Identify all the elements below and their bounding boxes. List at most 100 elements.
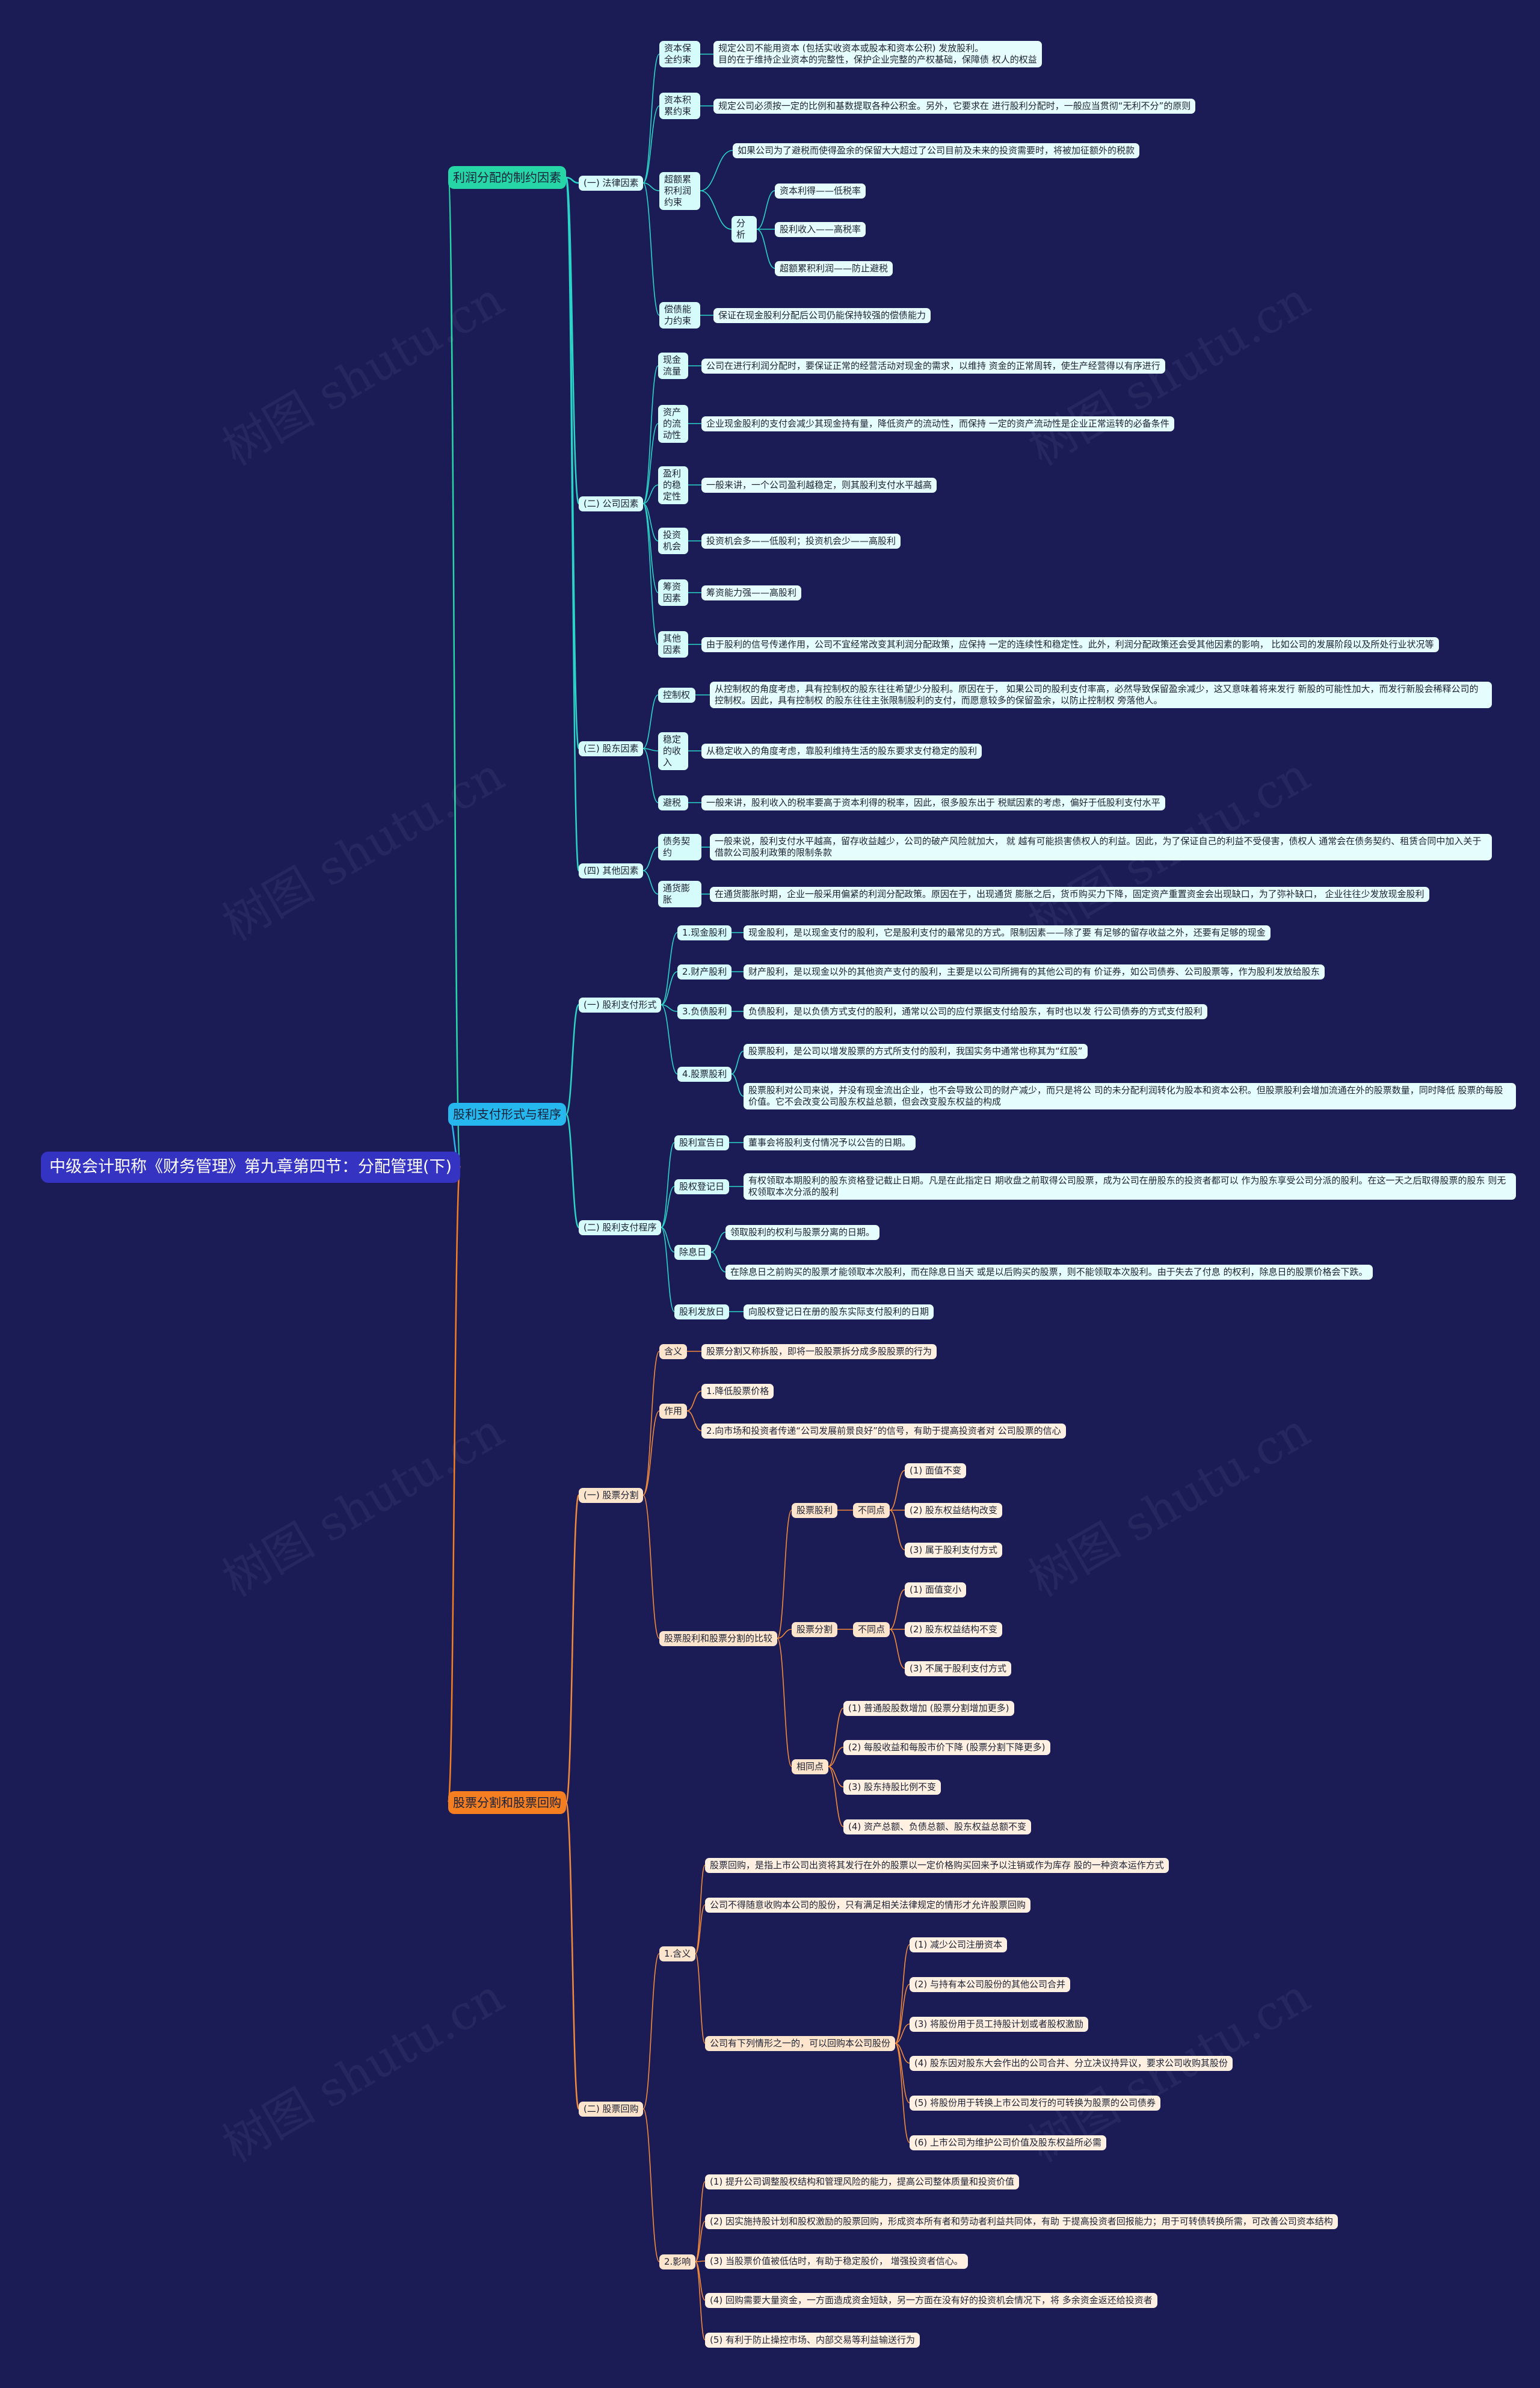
leaf-topic[interactable]: (2) 因实施持股计划和股权激励的股票回购，形成资本所有者和劳动者利益共同体，有… xyxy=(705,2214,1338,2229)
leaf-topic[interactable]: 保证在现金股利分配后公司仍能保持较强的偿债能力 xyxy=(713,307,931,323)
leaf-topic[interactable]: 领取股利的权利与股票分离的日期。 xyxy=(725,1224,880,1240)
sub-topic[interactable]: 股利宣告日 xyxy=(674,1135,730,1150)
sub-topic[interactable]: 债务契约 xyxy=(658,834,701,860)
leaf-topic[interactable]: (1) 面值变小 xyxy=(905,1582,967,1597)
branch-topic[interactable]: 股票分割和股票回购 xyxy=(448,1791,566,1814)
sub-topic[interactable]: 分析 xyxy=(732,216,757,242)
leaf-topic[interactable]: (6) 上市公司为维护公司价值及股东权益所必需 xyxy=(910,2135,1107,2150)
leaf-topic[interactable]: 有权领取本期股利的股东资格登记截止日期。凡是在此指定日 期收盘之前取得公司股票，… xyxy=(744,1173,1516,1200)
leaf-topic[interactable]: 在除息日之前购买的股票才能领取本次股利，而在除息日当天 或是以后购买的股票，则不… xyxy=(725,1264,1373,1280)
leaf-topic[interactable]: 超额累积利润——防止避税 xyxy=(775,261,893,276)
leaf-topic[interactable]: 股票回购，是指上市公司出资将其发行在外的股票以一定价格购买回来予以注销或作为库存… xyxy=(705,1857,1169,1873)
sub-topic[interactable]: 其他因素 xyxy=(658,631,688,658)
sub-topic[interactable]: 偿债能力约束 xyxy=(659,302,700,329)
leaf-topic[interactable]: 企业现金股利的支付会减少其现金持有量，降低资产的流动性，而保持 一定的资产流动性… xyxy=(701,416,1174,431)
leaf-topic[interactable]: (4) 回购需要大量资金，一方面造成资金短缺，另一方面在没有好的投资机会情况下，… xyxy=(705,2292,1157,2308)
leaf-topic[interactable]: (3) 不属于股利支付方式 xyxy=(905,1661,1012,1676)
sub-topic[interactable]: (二) 股利支付程序 xyxy=(579,1220,662,1235)
leaf-topic[interactable]: (1) 面值不变 xyxy=(905,1463,967,1478)
root-topic[interactable]: 中级会计职称《财务管理》第九章第四节：分配管理(下) xyxy=(41,1152,461,1183)
sub-topic[interactable]: 相同点 xyxy=(792,1759,829,1774)
leaf-topic[interactable]: 股票股利，是公司以增发股票的方式所支付的股利，我国实务中通常也称其为“红股” xyxy=(744,1043,1088,1059)
sub-topic[interactable]: 股利发放日 xyxy=(674,1304,730,1319)
leaf-topic[interactable]: 股票分割又称拆股，即将一股股票拆分成多股股票的行为 xyxy=(701,1344,937,1359)
sub-topic[interactable]: 稳定的收入 xyxy=(658,732,688,770)
sub-topic[interactable]: 盈利的稳定性 xyxy=(658,466,688,504)
sub-topic[interactable]: 避税 xyxy=(658,795,688,810)
leaf-topic[interactable]: (5) 有利于防止操控市场、内部交易等利益输送行为 xyxy=(705,2332,920,2348)
leaf-topic[interactable]: 一般来说，股利支付水平越高，留存收益越少，公司的破产风险就加大， 就 越有可能损… xyxy=(710,834,1492,860)
sub-topic[interactable]: 通货膨胀 xyxy=(658,881,701,907)
leaf-topic[interactable]: (1) 普通股股数增加 (股票分割增加更多) xyxy=(843,1700,1014,1716)
sub-topic[interactable]: 3.负债股利 xyxy=(677,1004,732,1019)
sub-topic[interactable]: (二) 公司因素 xyxy=(579,496,644,511)
leaf-topic[interactable]: (1) 提升公司调整股权结构和管理风险的能力，提高公司整体质量和投资价值 xyxy=(705,2174,1020,2189)
leaf-topic[interactable]: (2) 与持有本公司股份的其他公司合并 xyxy=(910,1976,1071,1992)
leaf-topic[interactable]: 规定公司必须按一定的比例和基数提取各种公积金。另外，它要求在 进行股利分配时，一… xyxy=(713,98,1196,114)
leaf-topic[interactable]: 一般来讲，一个公司盈利越稳定，则其股利支付水平越高 xyxy=(701,477,937,493)
leaf-topic[interactable]: 现金股利，是以现金支付的股利，它是股利支付的最常见的方式。限制因素——除了要 有… xyxy=(744,925,1270,940)
branch-topic[interactable]: 利润分配的制约因素 xyxy=(448,166,566,189)
leaf-topic[interactable]: 向股权登记日在册的股东实际支付股利的日期 xyxy=(744,1304,934,1319)
sub-topic[interactable]: 不同点 xyxy=(853,1502,890,1518)
sub-topic[interactable]: 股权登记日 xyxy=(674,1179,730,1194)
sub-topic[interactable]: 资产的流动性 xyxy=(658,404,688,443)
sub-topic[interactable]: 2.财产股利 xyxy=(677,964,732,980)
leaf-topic[interactable]: (2) 股东权益结构不变 xyxy=(905,1621,1003,1637)
sub-topic[interactable]: (四) 其他因素 xyxy=(579,863,644,878)
leaf-topic[interactable]: 由于股利的信号传递作用，公司不宜经常改变其利润分配政策，应保持 一定的连续性和稳… xyxy=(701,637,1439,652)
leaf-topic[interactable]: 投资机会多——低股利；投资机会少——高股利 xyxy=(701,533,901,549)
sub-topic[interactable]: 不同点 xyxy=(853,1621,890,1637)
leaf-topic[interactable]: 董事会将股利支付情况予以公告的日期。 xyxy=(744,1135,916,1150)
leaf-topic[interactable]: (4) 资产总额、负债总额、股东权益总额不变 xyxy=(843,1819,1032,1834)
sub-topic[interactable]: 2.影响 xyxy=(659,2254,696,2269)
leaf-topic[interactable]: 2.向市场和投资者传递“公司发展前景良好”的信号，有助于提高投资者对 公司股票的… xyxy=(701,1423,1066,1439)
sub-topic[interactable]: 控制权 xyxy=(658,687,695,703)
sub-topic[interactable]: 超额累积利润约束 xyxy=(659,171,700,210)
sub-topic[interactable]: 股票股利 xyxy=(792,1502,838,1518)
sub-topic[interactable]: 含义 xyxy=(659,1344,688,1359)
sub-topic[interactable]: (三) 股东因素 xyxy=(579,741,644,756)
sub-topic[interactable]: 投资机会 xyxy=(658,528,688,554)
sub-topic[interactable]: 筹资因素 xyxy=(658,579,688,606)
leaf-topic[interactable]: 资本利得——低税率 xyxy=(775,183,866,199)
leaf-topic[interactable]: 1.降低股票价格 xyxy=(701,1383,774,1399)
sub-topic[interactable]: (二) 股票回购 xyxy=(579,2101,644,2117)
leaf-topic[interactable]: 负债股利，是以负债方式支付的股利，通常以公司的应付票据支付给股东，有时也以发 行… xyxy=(744,1004,1207,1019)
sub-topic[interactable]: 除息日 xyxy=(674,1244,712,1260)
leaf-topic[interactable]: 如果公司为了避税而使得盈余的保留大大超过了公司目前及未来的投资需要时，将被加征额… xyxy=(733,143,1140,158)
sub-topic[interactable]: 股票分割 xyxy=(792,1621,838,1637)
sub-topic[interactable]: 4.股票股利 xyxy=(677,1066,732,1082)
leaf-topic[interactable]: 筹资能力强——高股利 xyxy=(701,585,802,600)
sub-topic[interactable]: 1.含义 xyxy=(659,1946,696,1961)
sub-topic[interactable]: 资本保全约束 xyxy=(659,41,700,67)
leaf-topic[interactable]: (3) 股东持股比例不变 xyxy=(843,1779,941,1795)
leaf-topic[interactable]: (1) 减少公司注册资本 xyxy=(910,1937,1008,1952)
leaf-topic[interactable]: 公司在进行利润分配时，要保证正常的经营活动对现金的需求，以维持 资金的正常周转，… xyxy=(701,358,1165,374)
leaf-topic[interactable]: 从稳定收入的角度考虑，靠股利维持生活的股东要求支付稳定的股利 xyxy=(701,743,982,759)
sub-topic[interactable]: 股票股利和股票分割的比较 xyxy=(659,1631,778,1646)
leaf-topic[interactable]: 规定公司不能用资本 (包括实收资本或股本和资本公积) 发放股利。 目的在于维持企… xyxy=(713,41,1042,67)
leaf-topic[interactable]: (2) 每股收益和每股市价下降 (股票分割下降更多) xyxy=(843,1739,1050,1755)
leaf-topic[interactable]: 在通货膨胀时期，企业一般采用偏紧的利润分配政策。原因在于，出现通货 膨胀之后，货… xyxy=(710,886,1429,902)
leaf-topic[interactable]: 财产股利，是以现金以外的其他资产支付的股利，主要是以公司所拥有的其他公司的有 价… xyxy=(744,964,1325,980)
sub-topic[interactable]: (一) 股利支付形式 xyxy=(579,997,662,1013)
leaf-topic[interactable]: 一般来讲，股利收入的税率要高于资本利得的税率，因此，很多股东出于 税赋因素的考虑… xyxy=(701,795,1165,810)
leaf-topic[interactable]: 股利收入——高税率 xyxy=(775,221,866,237)
sub-topic[interactable]: 现金流量 xyxy=(658,353,688,379)
sub-topic[interactable]: (一) 股票分割 xyxy=(579,1487,644,1503)
leaf-topic[interactable]: (2) 股东权益结构改变 xyxy=(905,1502,1003,1518)
leaf-topic[interactable]: (3) 属于股利支付方式 xyxy=(905,1542,1003,1558)
leaf-topic[interactable]: 从控制权的角度考虑，具有控制权的股东往往希望少分股利。原因在于， 如果公司的股利… xyxy=(710,682,1492,708)
leaf-topic[interactable]: (3) 将股份用于员工持股计划或者股权激励 xyxy=(910,2016,1089,2032)
branch-topic[interactable]: 股利支付形式与程序 xyxy=(448,1103,566,1126)
leaf-topic[interactable]: (5) 将股份用于转换上市公司发行的可转换为股票的公司债券 xyxy=(910,2095,1161,2111)
leaf-topic[interactable]: 公司不得随意收购本公司的股份，只有满足相关法律规定的情形才允许股票回购 xyxy=(705,1897,1031,1913)
leaf-topic[interactable]: (4) 股东因对股东大会作出的公司合并、分立决议持异议，要求公司收购其股份 xyxy=(910,2055,1233,2071)
sub-topic[interactable]: 公司有下列情形之一的，可以回购本公司股份 xyxy=(705,2035,896,2051)
sub-topic[interactable]: 资本积累约束 xyxy=(659,93,700,119)
leaf-topic[interactable]: (3) 当股票价值被低估时，有助于稳定股价， 增强投资者信心。 xyxy=(705,2253,968,2269)
leaf-topic[interactable]: 股票股利对公司来说，并没有现金流出企业，也不会导致公司的财产减少，而只是将公 司… xyxy=(744,1083,1516,1109)
sub-topic[interactable]: 1.现金股利 xyxy=(677,925,732,940)
sub-topic[interactable]: 作用 xyxy=(659,1403,688,1419)
